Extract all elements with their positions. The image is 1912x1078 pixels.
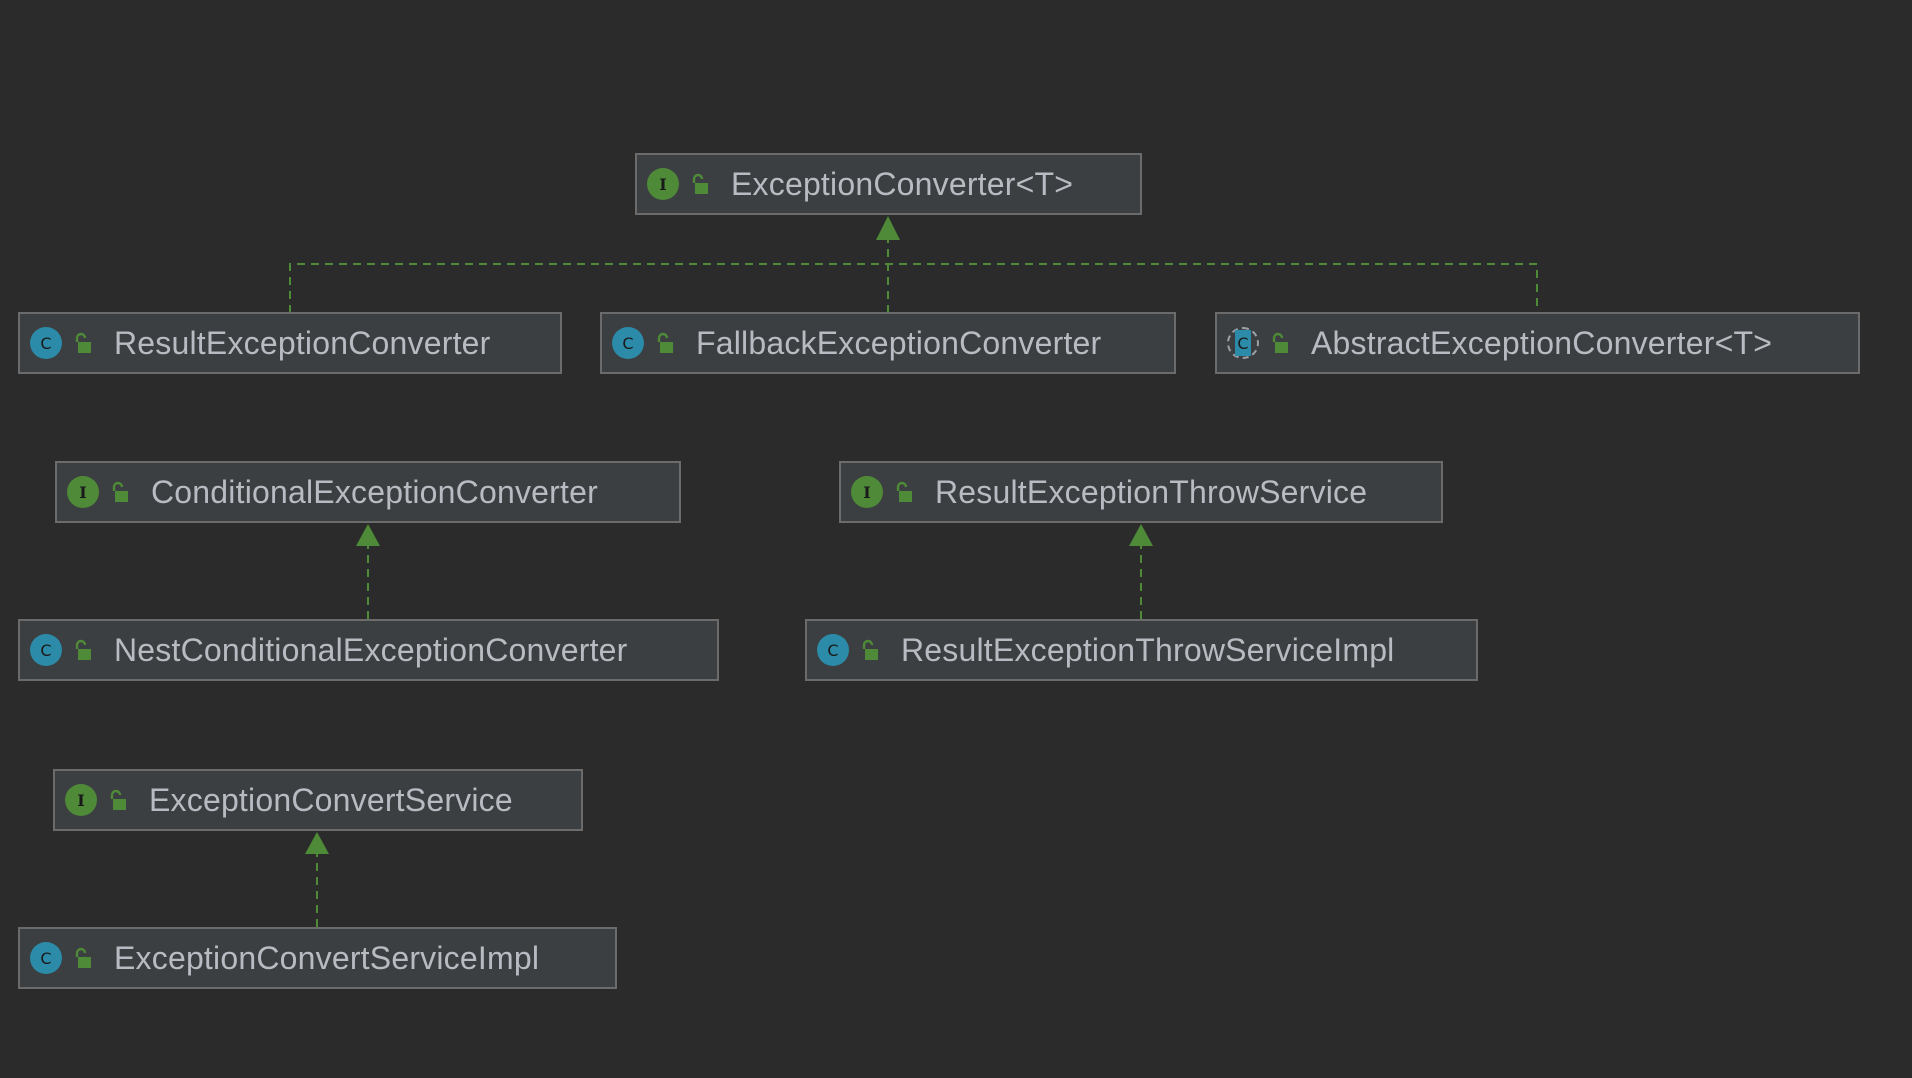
- public-lock-icon: [657, 332, 673, 353]
- public-lock-icon: [75, 639, 91, 660]
- node-label: ResultExceptionThrowServiceImpl: [901, 631, 1395, 668]
- public-lock-icon: [1272, 332, 1288, 353]
- node-exception-convert-service[interactable]: I ExceptionConvertService: [53, 769, 583, 831]
- arrowhead-conditional-exception-converter: [356, 524, 380, 546]
- node-label: ConditionalExceptionConverter: [151, 473, 598, 510]
- interface-icon: I: [67, 476, 99, 508]
- class-icon: C: [30, 634, 62, 666]
- interface-icon: I: [851, 476, 883, 508]
- node-label: ExceptionConvertService: [149, 781, 513, 818]
- public-lock-icon: [75, 947, 91, 968]
- public-lock-icon: [112, 481, 128, 502]
- node-exception-converter[interactable]: I ExceptionConverter<T>: [635, 153, 1142, 215]
- node-label: ExceptionConverter<T>: [731, 165, 1074, 202]
- node-conditional-exception-converter[interactable]: I ConditionalExceptionConverter: [55, 461, 681, 523]
- arrowhead-exception-converter: [876, 216, 900, 240]
- arrowhead-result-exception-throw-service: [1129, 524, 1153, 546]
- class-icon: C: [817, 634, 849, 666]
- class-icon: C: [30, 327, 62, 359]
- node-label: ExceptionConvertServiceImpl: [114, 939, 540, 976]
- public-lock-icon: [862, 639, 878, 660]
- public-lock-icon: [110, 789, 126, 810]
- public-lock-icon: [692, 173, 708, 194]
- node-abstract-exception-converter[interactable]: C AbstractExceptionConverter<T>: [1215, 312, 1860, 374]
- node-label: ResultExceptionThrowService: [935, 473, 1368, 510]
- node-result-exception-converter[interactable]: C ResultExceptionConverter: [18, 312, 562, 374]
- node-fallback-exception-converter[interactable]: C FallbackExceptionConverter: [600, 312, 1176, 374]
- interface-icon: I: [65, 784, 97, 816]
- node-label: FallbackExceptionConverter: [696, 324, 1102, 361]
- node-label: AbstractExceptionConverter<T>: [1311, 324, 1773, 361]
- node-result-exception-throw-service-impl[interactable]: C ResultExceptionThrowServiceImpl: [805, 619, 1478, 681]
- edge-result-exception-converter: [289, 263, 1538, 313]
- node-result-exception-throw-service[interactable]: I ResultExceptionThrowService: [839, 461, 1443, 523]
- node-exception-convert-service-impl[interactable]: C ExceptionConvertServiceImpl: [18, 927, 617, 989]
- public-lock-icon: [75, 332, 91, 353]
- node-label: NestConditionalExceptionConverter: [114, 631, 628, 668]
- class-icon: C: [612, 327, 644, 359]
- node-nest-conditional-exception-converter[interactable]: C NestConditionalExceptionConverter: [18, 619, 719, 681]
- public-lock-icon: [896, 481, 912, 502]
- class-icon: C: [30, 942, 62, 974]
- arrowhead-exception-convert-service: [305, 832, 329, 854]
- abstract-class-icon: C: [1227, 327, 1259, 359]
- node-label: ResultExceptionConverter: [114, 324, 491, 361]
- interface-icon: I: [647, 168, 679, 200]
